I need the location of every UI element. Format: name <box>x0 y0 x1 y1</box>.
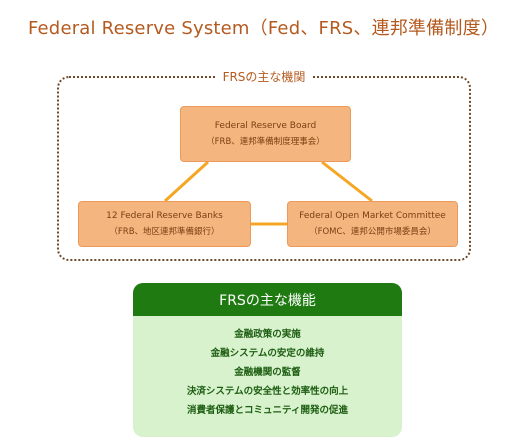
org-frame: FRSの主な機関 <box>57 68 471 261</box>
functions-panel: FRSの主な機能 金融政策の実施 金融システムの安定の維持 金融機関の監督 決済… <box>133 283 402 437</box>
node-federal-reserve-board: Federal Reserve Board （FRB、連邦準備制度理事会） <box>180 106 351 162</box>
functions-list: 金融政策の実施 金融システムの安定の維持 金融機関の監督 決済システムの安全性と… <box>133 316 402 420</box>
function-item-monetary-policy: 金融政策の実施 <box>234 329 301 340</box>
function-item-payment-systems: 決済システムの安全性と効率性の向上 <box>186 386 349 397</box>
node-fomc: Federal Open Market Committee （FOMC、連邦公開… <box>287 201 458 247</box>
node-subtitle: （FRB、連邦準備制度理事会） <box>206 137 325 147</box>
function-item-financial-stability: 金融システムの安定の維持 <box>210 348 325 359</box>
org-frame-title: FRSの主な機関 <box>216 68 312 85</box>
node-name: 12 Federal Reserve Banks <box>106 211 223 221</box>
functions-header: FRSの主な機能 <box>133 283 402 316</box>
node-name: Federal Reserve Board <box>214 121 317 131</box>
node-subtitle: （FRB、地区連邦準備銀行） <box>109 227 220 237</box>
node-name: Federal Open Market Committee <box>299 211 446 221</box>
page-title: Federal Reserve System（Fed、FRS、連邦準備制度） <box>27 18 500 39</box>
function-item-consumer-protection: 消費者保護とコミュニティ開発の促進 <box>187 405 348 416</box>
function-item-supervision: 金融機関の監督 <box>234 367 301 378</box>
node-federal-reserve-banks: 12 Federal Reserve Banks （FRB、地区連邦準備銀行） <box>78 201 251 247</box>
node-subtitle: （FOMC、連邦公開市場委員会） <box>309 227 436 237</box>
